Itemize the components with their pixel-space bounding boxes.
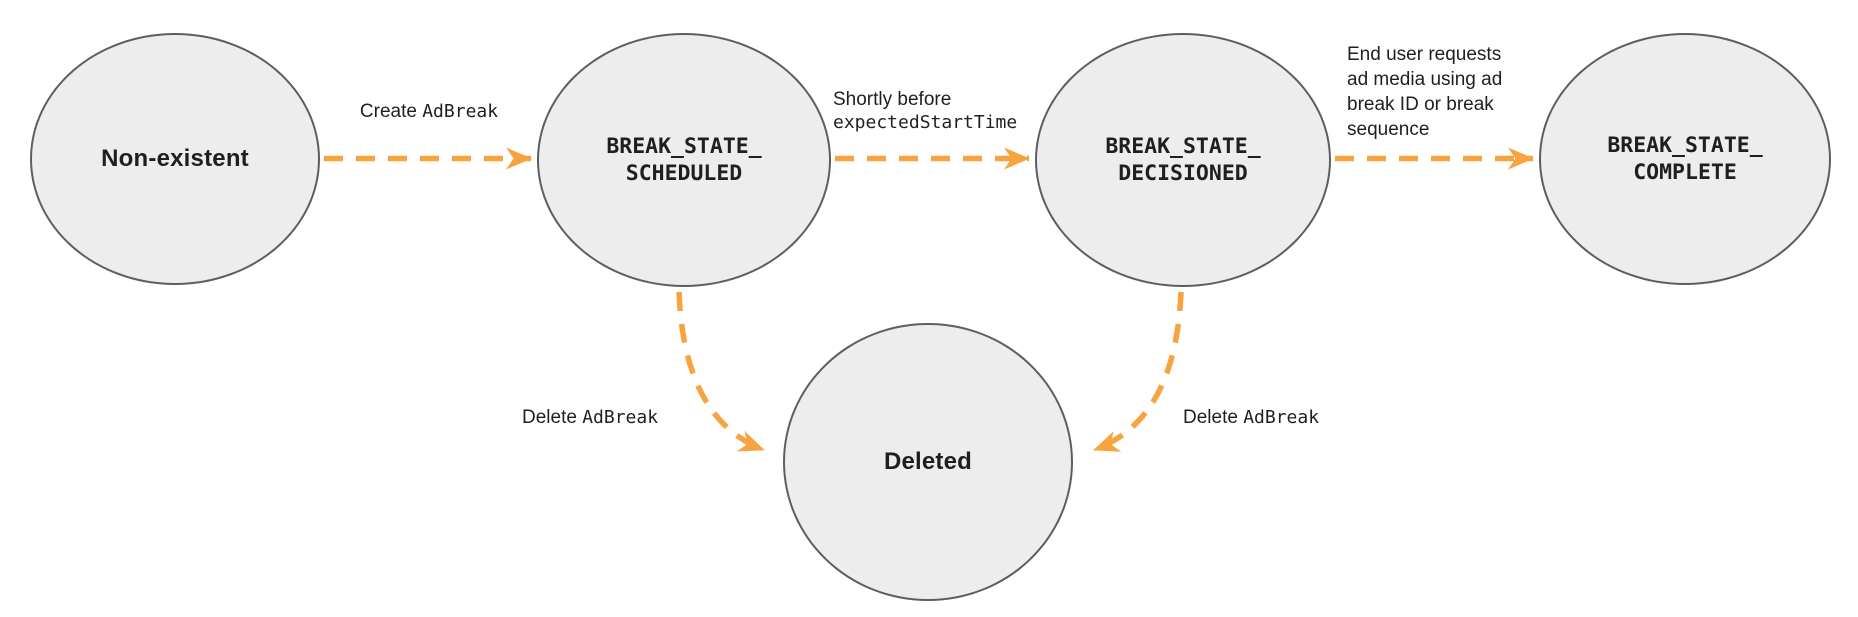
- label-shortly-before-expectedstarttime: Shortly before expectedStartTime: [833, 89, 1018, 133]
- state-node-break-state-decisioned: BREAK_STATE_ DECISIONED: [1035, 33, 1331, 287]
- arrow-delete-from-scheduled: [676, 291, 765, 453]
- label-end-user-requests: End user requests ad media using ad brea…: [1347, 44, 1503, 140]
- label-delete-adbreak-right: Delete AdBreak: [1183, 407, 1320, 428]
- state-label-break-state-complete: BREAK_STATE_ COMPLETE: [1607, 133, 1763, 185]
- state-node-break-state-complete: BREAK_STATE_ COMPLETE: [1539, 33, 1831, 285]
- state-label-deleted: Deleted: [883, 448, 973, 475]
- arrow-delete-from-decisioned: [1093, 291, 1184, 453]
- state-node-deleted: Deleted: [783, 323, 1073, 601]
- state-label-break-state-decisioned: BREAK_STATE_ DECISIONED: [1105, 134, 1261, 186]
- label-create-adbreak: Create AdBreak: [359, 101, 499, 122]
- label-delete-adbreak-left: Delete AdBreak: [522, 407, 659, 428]
- state-node-break-state-scheduled: BREAK_STATE_ SCHEDULED: [537, 33, 831, 287]
- state-node-non-existent: Non-existent: [30, 33, 320, 285]
- state-label-break-state-scheduled: BREAK_STATE_ SCHEDULED: [606, 134, 762, 186]
- state-label-non-existent: Non-existent: [101, 145, 249, 172]
